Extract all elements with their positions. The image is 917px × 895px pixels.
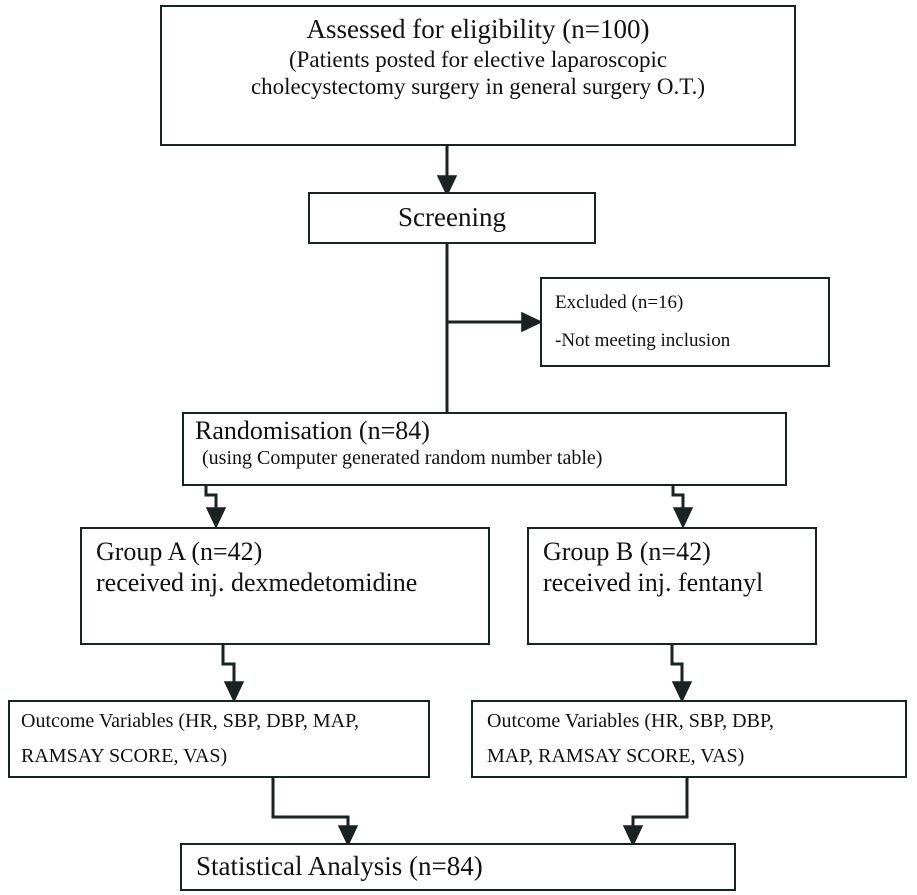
connector-group-a-to-outcome-a [221,645,245,703]
node-assessed-line-2: (Patients posted for elective laparoscop… [288,46,668,72]
node-randomisation: Randomisation (n=84) (using Computer gen… [182,412,787,486]
node-group-b-intervention: received inj. fentanyl [543,567,764,597]
node-statistical-analysis: Statistical Analysis (n=84) [180,843,736,891]
node-assessed-line-1: Assessed for eligibility (n=100) [306,14,650,44]
node-group-b: Group B (n=42) received inj. fentanyl [527,527,817,645]
node-excluded-reason: -Not meeting inclusion [555,330,731,351]
node-group-b-title: Group B (n=42) [543,537,711,566]
connector-randomisation-to-group-a [204,486,227,529]
node-outcome-a-line-1: Outcome Variables (HR, SBP, DBP, MAP, [21,709,359,732]
node-randomisation-title: Randomisation (n=84) [195,416,430,445]
node-excluded-count: Excluded (n=16) [555,291,684,313]
node-excluded: Excluded (n=16) -Not meeting inclusion [540,277,830,367]
node-group-a-intervention: received inj. dexmedetomidine [96,567,418,597]
node-randomisation-method: (using Computer generated random number … [202,446,603,469]
node-statistical-label: Statistical Analysis (n=84) [196,851,483,882]
connector-randomisation-to-group-b [671,486,694,529]
node-screening: Screening [308,192,596,244]
node-outcome-variables-a: Outcome Variables (HR, SBP, DBP, MAP, RA… [8,700,430,778]
node-assessed-for-eligibility: Assessed for eligibility (n=100) (Patien… [160,5,796,146]
node-assessed-line-3: cholecystectomy surgery in general surge… [250,73,706,99]
node-group-a-title: Group A (n=42) [96,537,263,566]
connector-outcome-b-to-statistical [622,778,689,847]
node-screening-label: Screening [398,202,506,233]
node-outcome-b-line-2: MAP, RAMSAY SCORE, VAS) [487,744,745,767]
node-outcome-b-line-1: Outcome Variables (HR, SBP, DBP, [487,709,774,732]
connector-group-b-to-outcome-b [670,645,693,703]
connector-outcome-a-to-statistical [271,778,359,847]
node-group-a: Group A (n=42) received inj. dexmedetomi… [80,527,490,645]
node-outcome-variables-b: Outcome Variables (HR, SBP, DBP, MAP, RA… [471,700,907,778]
node-outcome-a-line-2: RAMSAY SCORE, VAS) [21,744,228,767]
